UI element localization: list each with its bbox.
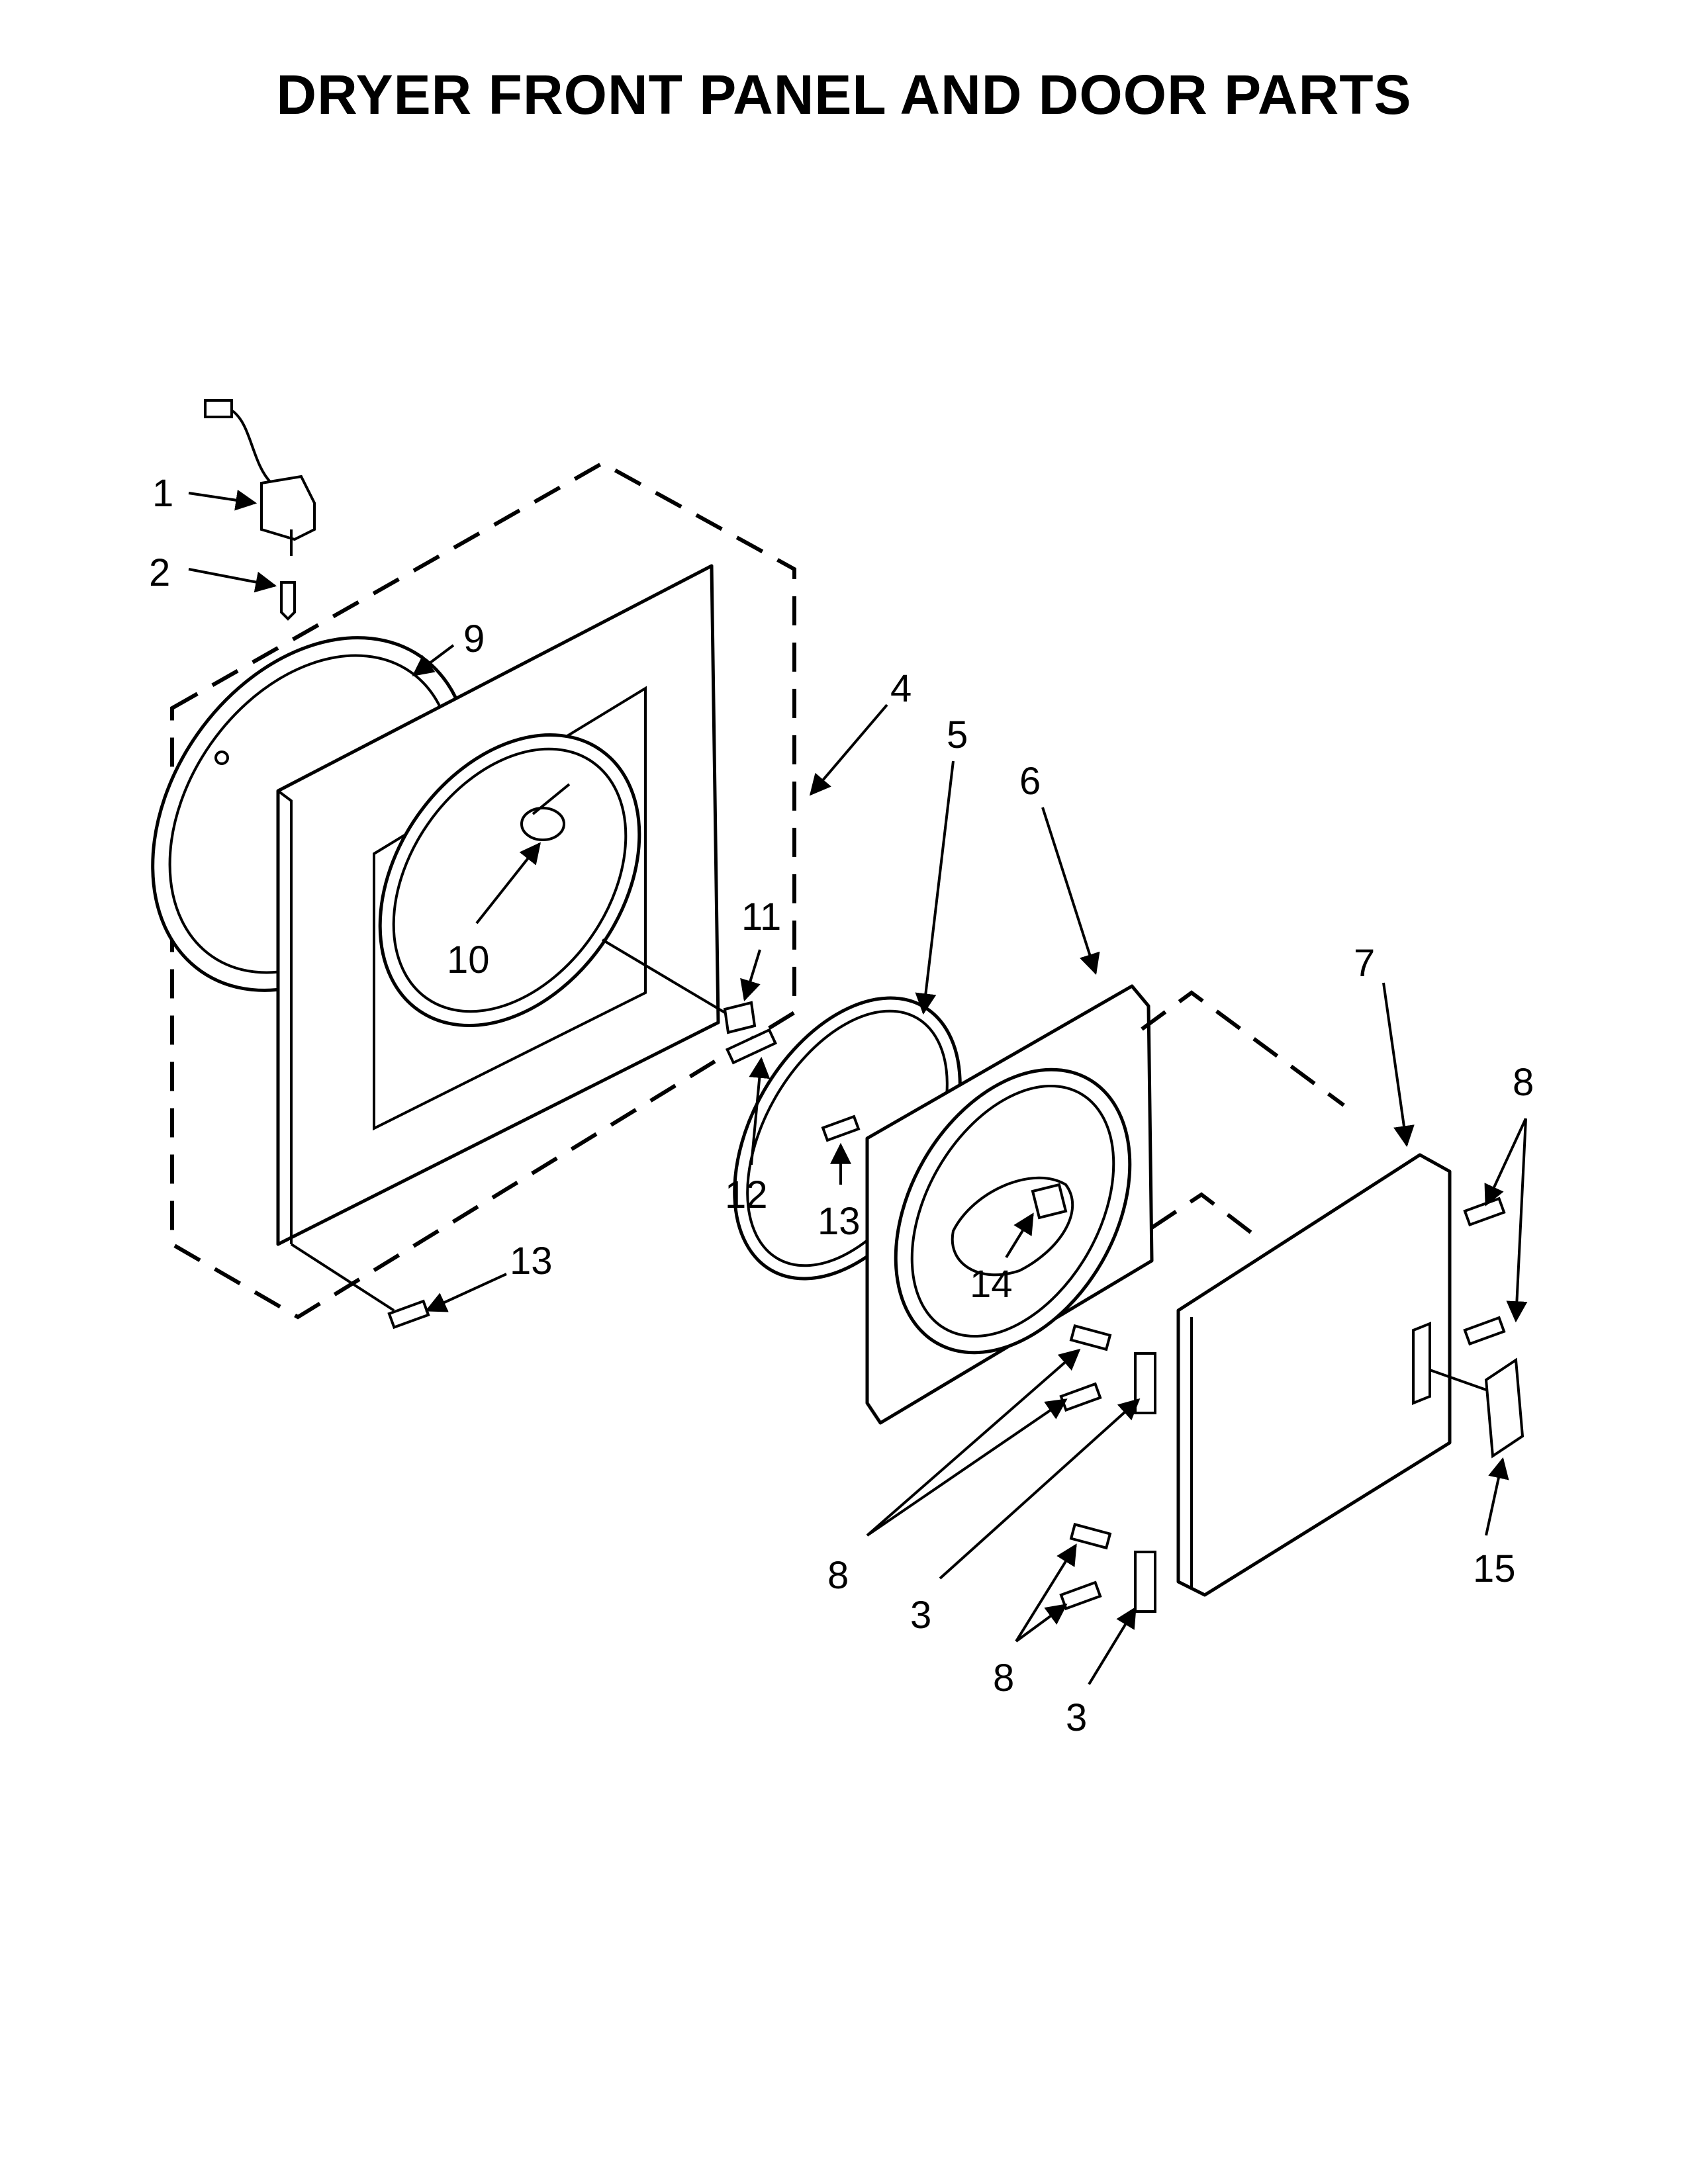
hinge-screw-upper-a[interactable] — [1069, 1324, 1112, 1351]
door-switch[interactable] — [204, 399, 316, 556]
callout-11: 11 — [741, 895, 781, 938]
inner-door-screw[interactable] — [821, 1115, 861, 1142]
panel-bottom-screw[interactable] — [290, 1243, 430, 1330]
hinge-screw-lower-a[interactable] — [1069, 1522, 1112, 1550]
door-hinge-upper[interactable] — [1134, 1352, 1156, 1414]
strike-screw[interactable] — [725, 1028, 778, 1065]
door-screw-right-a[interactable] — [1463, 1197, 1506, 1227]
hinge-screw-lower-b[interactable] — [1059, 1580, 1102, 1611]
door-alignment-lines — [1141, 990, 1345, 1240]
callout-7: 7 — [1354, 942, 1375, 985]
callout-13-left: 13 — [510, 1240, 553, 1283]
callout-3-lower: 3 — [1066, 1696, 1087, 1739]
door-screw-right-b[interactable] — [1463, 1316, 1506, 1346]
callout-5: 5 — [947, 713, 968, 756]
callout-10: 10 — [447, 938, 490, 981]
callout-8-lower: 8 — [993, 1657, 1014, 1700]
front-panel[interactable] — [276, 564, 720, 1246]
callout-1: 1 — [152, 472, 173, 515]
callout-3-upper: 3 — [910, 1594, 931, 1637]
outer-door[interactable] — [1176, 1153, 1452, 1597]
leader-lines — [188, 489, 1528, 1686]
door-hinge-lower[interactable] — [1134, 1551, 1156, 1613]
callout-2: 2 — [149, 551, 170, 594]
door-strike[interactable] — [601, 938, 757, 1034]
switch-screw[interactable] — [280, 581, 296, 621]
callout-6: 6 — [1019, 760, 1041, 803]
hinge-screw-upper-b[interactable] — [1059, 1382, 1102, 1412]
page-title: DRYER FRONT PANEL AND DOOR PARTS — [276, 64, 1412, 126]
inner-door-panel[interactable] — [848, 984, 1178, 1425]
callout-8-right: 8 — [1513, 1061, 1534, 1104]
callout-4: 4 — [890, 667, 912, 710]
door-handle[interactable] — [1429, 1357, 1524, 1459]
drum-lamp[interactable] — [520, 783, 571, 841]
callout-13-middle: 13 — [818, 1200, 861, 1243]
callout-12: 12 — [725, 1173, 768, 1216]
callout-14: 14 — [970, 1263, 1013, 1306]
callout-9: 9 — [463, 617, 485, 660]
callout-15: 15 — [1473, 1547, 1516, 1590]
door-latch-button[interactable] — [1031, 1183, 1068, 1220]
callout-8-upper: 8 — [827, 1554, 849, 1597]
